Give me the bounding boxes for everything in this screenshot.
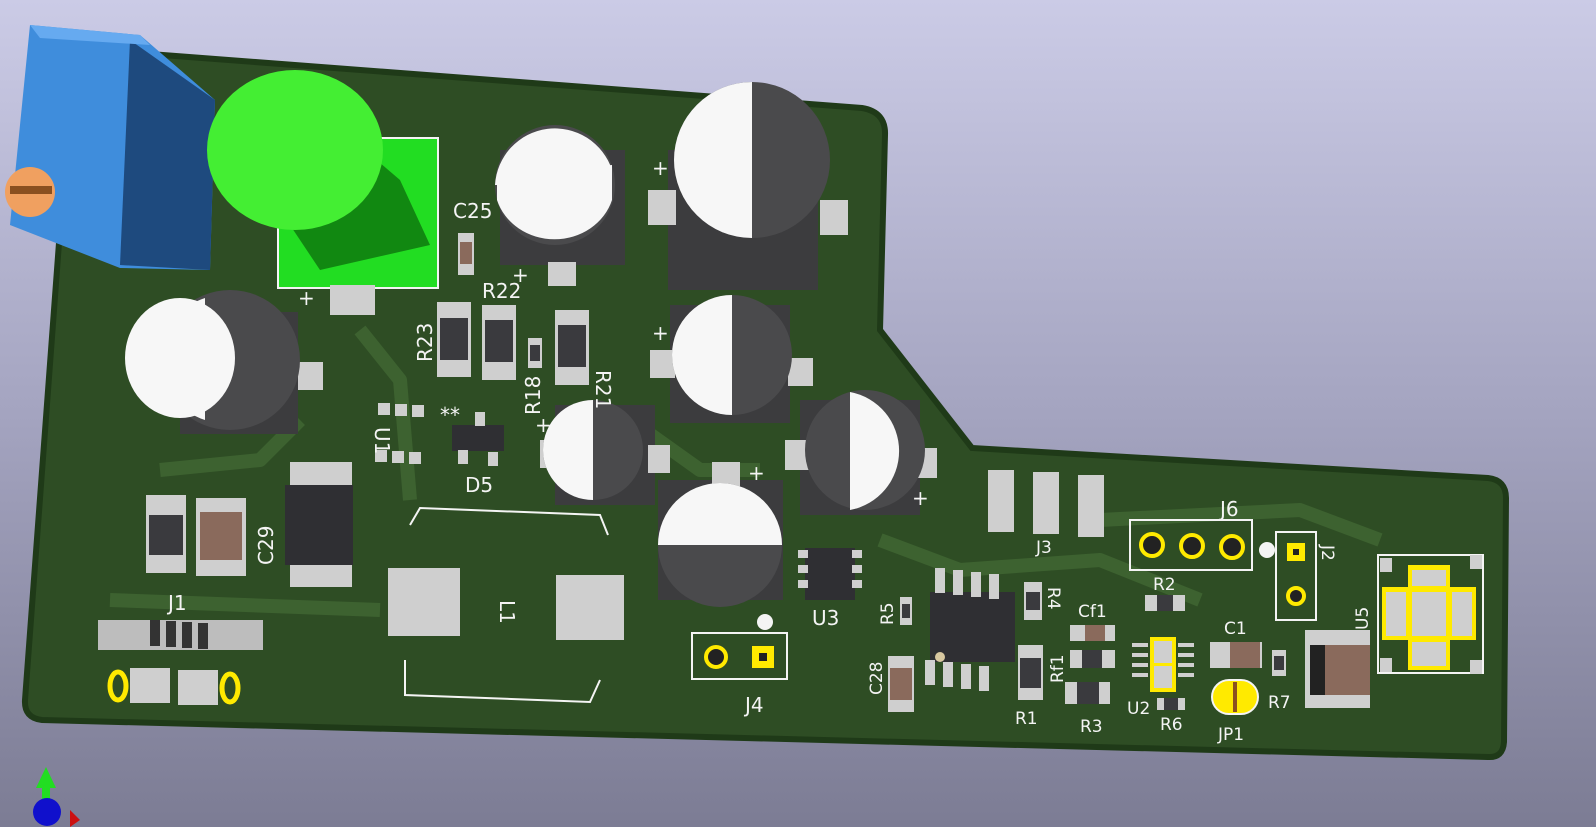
- label-j2: J2: [1317, 544, 1337, 561]
- smd-resistors: [437, 233, 589, 385]
- svg-text:+: +: [652, 156, 669, 180]
- soic-chip: [888, 568, 1043, 712]
- electrolytic-capacitor: [540, 400, 670, 505]
- label-r1: R1: [1015, 709, 1038, 729]
- label-c25: C25: [453, 199, 492, 223]
- jp1-jumper: [1211, 679, 1259, 715]
- label-u5: U5: [1353, 607, 1373, 630]
- small-passives: [1065, 595, 1370, 710]
- j1-connector: [98, 620, 263, 705]
- j6-header: [1129, 519, 1275, 571]
- label-u2: U2: [1127, 699, 1150, 719]
- electrolytic-capacitor: [648, 82, 848, 290]
- label-c28: C28: [867, 661, 887, 695]
- xyz-axis-icon: [33, 767, 80, 827]
- label-r6: R6: [1160, 715, 1183, 735]
- j2-header: [1275, 531, 1317, 621]
- electrolytic-capacitor: [658, 462, 783, 607]
- u3-chip: [798, 548, 862, 600]
- label-r4: R4: [1043, 587, 1063, 610]
- label-l1: L1: [495, 600, 519, 624]
- label-u3: U3: [812, 606, 839, 630]
- svg-text:+: +: [512, 263, 529, 287]
- label-u1: U1: [370, 427, 394, 454]
- j3-pads: [988, 470, 1104, 537]
- label-r3: R3: [1080, 717, 1103, 737]
- label-cf1: Cf1: [1078, 602, 1107, 622]
- silkscreen-labels: C25 R22 R23 R18 R21 U1 ** D5 C29 J1 L1 J…: [166, 199, 1373, 745]
- label-r21: R21: [591, 370, 615, 409]
- label-rf1: Rf1: [1048, 654, 1068, 683]
- svg-text:+: +: [748, 461, 765, 485]
- trimmer-potentiometer: [5, 25, 215, 270]
- svg-text:+: +: [298, 286, 315, 310]
- label-r2: R2: [1153, 575, 1176, 595]
- label-jp1: JP1: [1217, 725, 1244, 745]
- l1-inductor: [388, 506, 624, 704]
- electrolytic-capacitor: [125, 290, 323, 434]
- label-r22: R22: [482, 279, 521, 303]
- electrolytic-capacitor: [495, 125, 625, 286]
- svg-text:+: +: [535, 413, 552, 437]
- label-r23: R23: [413, 323, 437, 362]
- left-smd-parts: [146, 462, 353, 587]
- label-star: **: [440, 403, 460, 427]
- label-r5: R5: [878, 602, 898, 625]
- label-d5: D5: [465, 473, 493, 497]
- label-j4: J4: [743, 693, 764, 717]
- polarity-marks: + + + + + + +: [298, 156, 929, 510]
- u1-d5-parts: [375, 403, 504, 466]
- label-c29: C29: [254, 526, 278, 565]
- label-j1: J1: [166, 591, 187, 615]
- svg-text:+: +: [912, 486, 929, 510]
- electrolytic-capacitor: [650, 295, 813, 423]
- label-r18: R18: [521, 376, 545, 415]
- u2-chip: [1132, 637, 1194, 692]
- j4-header: [691, 614, 788, 680]
- u5-module: [1377, 554, 1484, 674]
- label-c1: C1: [1224, 619, 1247, 639]
- label-j6: J6: [1218, 497, 1239, 521]
- label-r7: R7: [1268, 693, 1291, 713]
- svg-text:+: +: [652, 321, 669, 345]
- green-led: [207, 70, 439, 315]
- label-j3: J3: [1035, 538, 1052, 558]
- electrolytic-capacitor: [785, 390, 937, 515]
